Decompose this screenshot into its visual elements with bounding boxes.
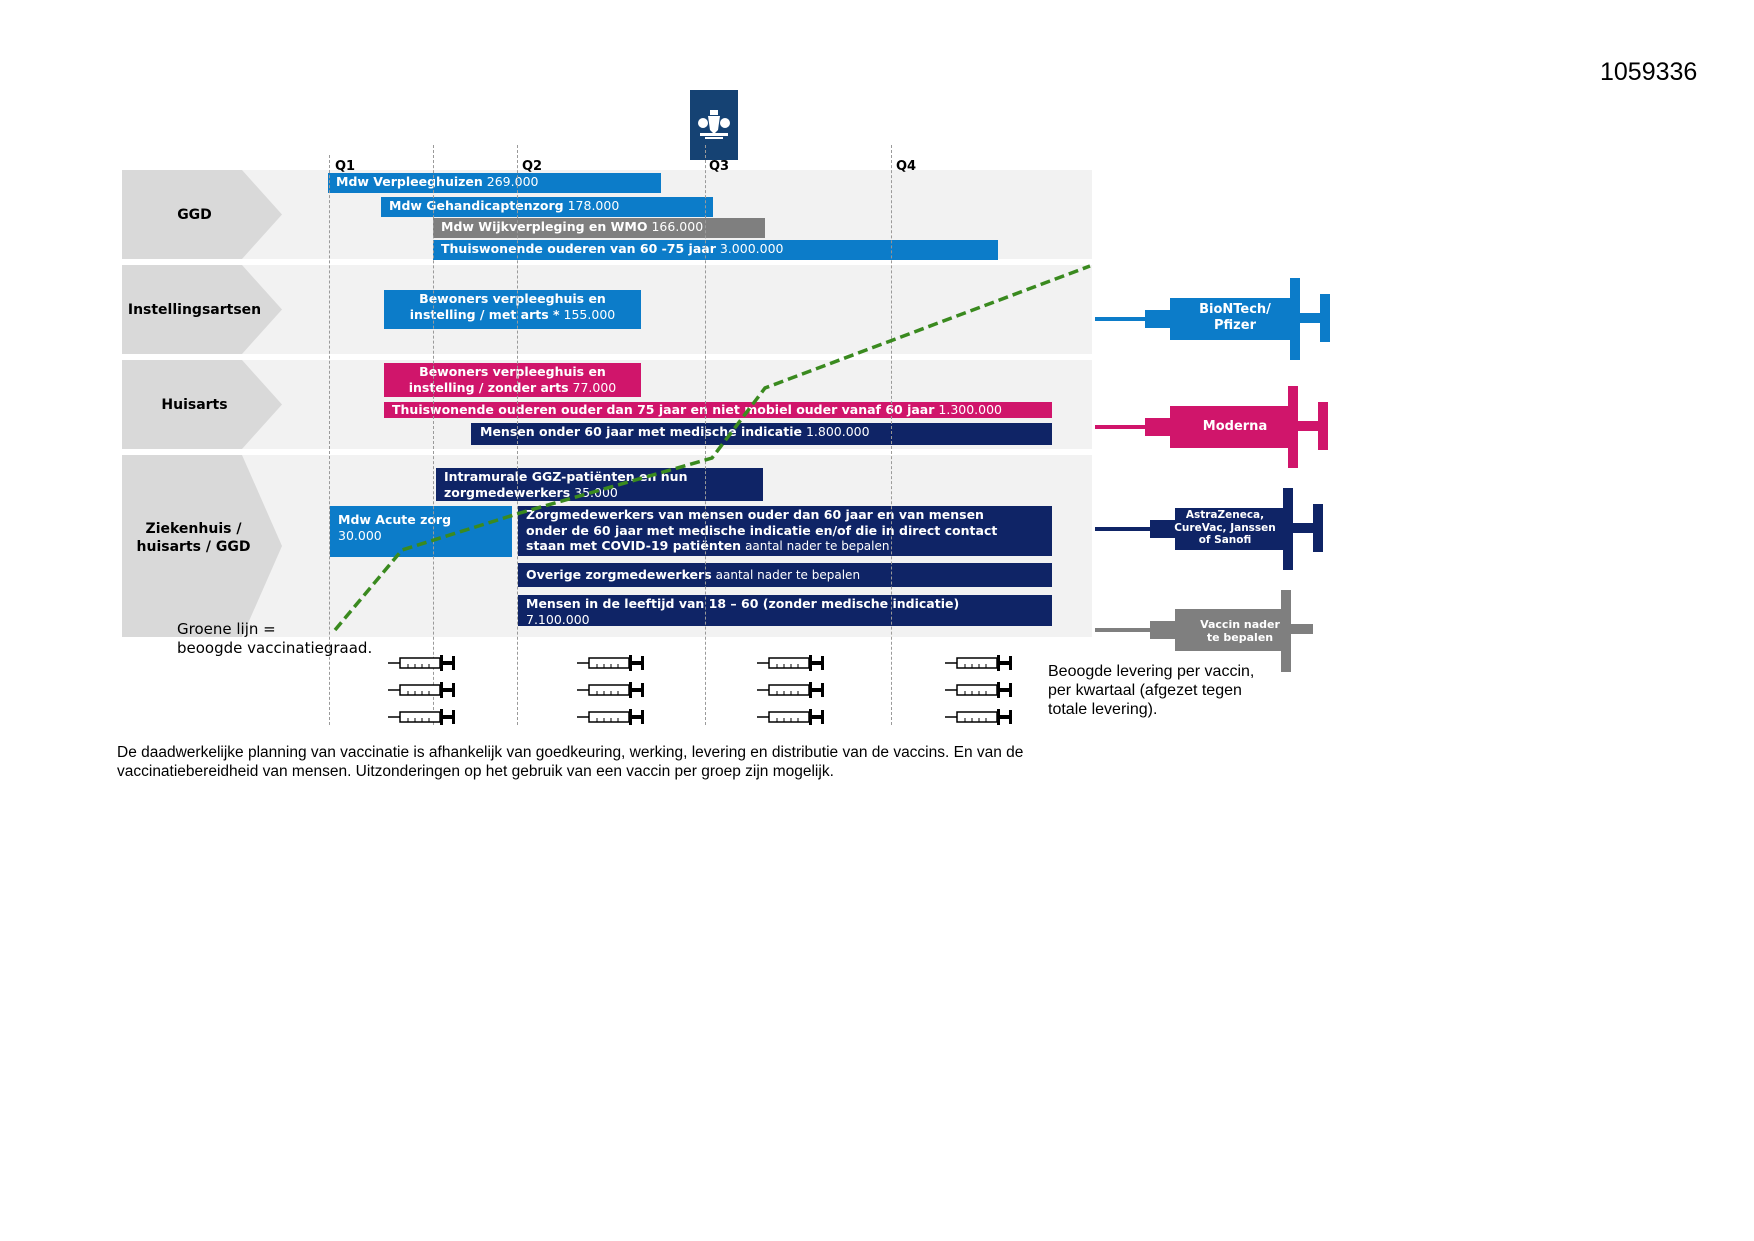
delivery-syringe-grid bbox=[387, 654, 1013, 726]
group-label-huisarts: Huisarts bbox=[161, 396, 228, 413]
target-vaccination-line bbox=[333, 264, 1091, 632]
government-logo bbox=[690, 90, 738, 160]
quarter-gridline-q3 bbox=[705, 145, 706, 725]
bar-leeftijd-18-60: Mensen in de leeftijd van 18 – 60 (zonde… bbox=[518, 595, 1052, 626]
vaccine-label-biontech: BioNTech/Pfizer bbox=[1199, 302, 1271, 333]
syringe-icon-unknown bbox=[1095, 590, 1313, 672]
green-dashed-line bbox=[333, 264, 1091, 632]
group-chevron-instellingsartsen bbox=[122, 265, 282, 354]
quarter-label-q2: Q2 bbox=[522, 159, 543, 174]
syringe-icon-set-q2 bbox=[576, 654, 645, 726]
document-id: 1059336 bbox=[1600, 58, 1698, 86]
bar-verpleeghuizen: Mdw Verpleeghuizen 269.000 bbox=[328, 173, 661, 193]
bar-acute-zorg: Mdw Acute zorg 30.000 bbox=[330, 506, 512, 557]
delivery-note: Beoogde levering per vaccin, per kwartaa… bbox=[1048, 663, 1255, 718]
quarter-label-q1: Q1 bbox=[335, 159, 356, 174]
quarter-gridline-q1b bbox=[433, 145, 434, 725]
quarter-label-q4: Q4 bbox=[896, 159, 917, 174]
bar-onder-60-medisch: Mensen onder 60 jaar met medische indica… bbox=[471, 423, 1052, 445]
bar-bewoners-met-arts: Bewoners verpleeghuis en instelling / me… bbox=[384, 290, 641, 329]
syringe-icon-set-q3 bbox=[756, 654, 825, 726]
group-chevron-ggd bbox=[122, 170, 282, 259]
syringe-icon-astrazeneca bbox=[1095, 488, 1323, 570]
quarter-gridline-q2 bbox=[517, 145, 518, 725]
syringe-icon-biontech bbox=[1095, 278, 1330, 360]
bar-thuiswonend-75: Thuiswonende ouderen ouder dan 75 jaar e… bbox=[384, 402, 1052, 418]
bar-overige-zorgmedewerkers: Overige zorgmedewerkers aantal nader te … bbox=[518, 563, 1052, 587]
group-label-ziekenhuis: Ziekenhuis / huisarts / GGD bbox=[136, 520, 251, 555]
coat-of-arms-icon bbox=[698, 110, 730, 139]
bar-ggz-patienten: Intramurale GGZ-patiënten en hun zorgmed… bbox=[436, 468, 763, 501]
syringe-icon-set-q1 bbox=[387, 654, 456, 726]
vaccine-syringes bbox=[1095, 278, 1330, 672]
bar-bewoners-zonder-arts: Bewoners verpleeghuis en instelling / zo… bbox=[384, 363, 641, 397]
vaccine-label-moderna: Moderna bbox=[1202, 419, 1268, 434]
bar-thuiswonend-60-75: Thuiswonende ouderen van 60 -75 jaar 3.0… bbox=[433, 240, 998, 260]
bar-gehandicaptenzorg: Mdw Gehandicaptenzorg 178.000 bbox=[381, 197, 713, 217]
quarter-gridline-q4 bbox=[891, 145, 892, 725]
quarter-gridline-q1 bbox=[329, 155, 330, 725]
syringe-icon-set-q4 bbox=[944, 654, 1013, 726]
bar-wijkverpleging: Mdw Wijkverpleging en WMO 166.000 bbox=[433, 218, 765, 238]
group-chevron-huisarts bbox=[122, 360, 282, 449]
green-line-legend: Groene lijn =beoogde vaccinatiegraad. bbox=[177, 620, 373, 657]
bar-zorgmedewerkers: Zorgmedewerkers van mensen ouder dan 60 … bbox=[518, 506, 1052, 556]
syringe-icon-moderna bbox=[1095, 386, 1328, 468]
group-label-ggd: GGD bbox=[177, 206, 212, 223]
footnote: De daadwerkelijke planning van vaccinati… bbox=[117, 744, 1024, 780]
quarter-label-q3: Q3 bbox=[709, 159, 730, 174]
group-label-instellingsartsen: Instellingsartsen bbox=[127, 301, 262, 318]
